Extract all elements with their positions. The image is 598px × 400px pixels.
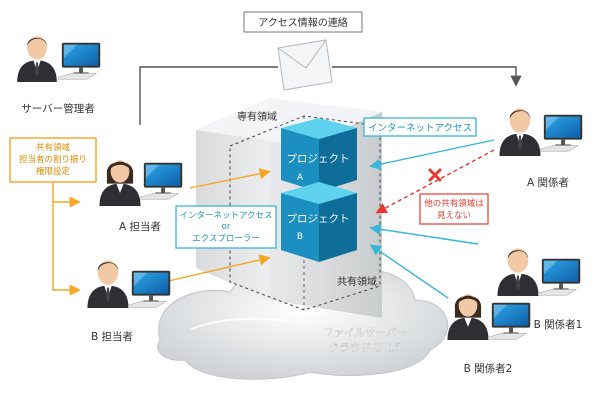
access-method-line3: エクスプローラー — [192, 234, 260, 244]
exclusive-area-label: 専有領域 — [237, 110, 277, 123]
a-kankei-figure: A 関係者 — [499, 108, 583, 189]
deny-x-icon — [428, 168, 442, 182]
cloud-label-line1: ファイルサーバー — [323, 327, 407, 339]
a-tantou-label: A 担当者 — [119, 220, 161, 233]
admin-note-line1: 共有領域 — [36, 142, 71, 153]
internet-access-box: インターネットアクセス — [363, 117, 477, 137]
admin-note-line3: 権限設定 — [36, 166, 71, 177]
denied-access: 他の共有領域は 見えない — [375, 149, 495, 225]
assignment-lines — [52, 168, 271, 296]
project-a-cube[interactable]: プロジェクト A — [281, 118, 357, 192]
b-tantou-label: B 担当者 — [91, 330, 133, 343]
access-method-box: インターネットアクセス or エクスプローラー — [175, 205, 277, 249]
b-kankei1-figure: B 関係者1 — [497, 248, 582, 331]
access-lines — [369, 139, 495, 299]
project-b-cube[interactable]: プロジェクト B — [281, 182, 357, 262]
admin-label: サーバー管理者 — [21, 102, 94, 115]
access-method-line2: or — [222, 222, 231, 232]
envelope-icon — [277, 39, 333, 91]
cloud-label-line2: クラウド 2015 — [329, 342, 401, 354]
admin-note-line2: 担当者の割り振り — [19, 154, 87, 165]
admin-figure: サーバー管理者 — [17, 36, 101, 115]
top-label-box: アクセス情報の連絡 — [243, 11, 363, 33]
b-kankei2-label: B 関係者2 — [464, 363, 513, 375]
project-b-tag: B — [297, 232, 303, 242]
a-tantou-figure: A 担当者 — [99, 160, 183, 233]
access-method-line1: インターネットアクセス — [179, 211, 272, 221]
internet-access-label: インターネットアクセス — [368, 123, 472, 134]
b-kankei2-figure: B 関係者2 — [447, 294, 531, 375]
b-kankei1-label: B 関係者1 — [534, 319, 583, 331]
project-b-title: プロジェクト — [287, 213, 350, 225]
notice-connector — [139, 66, 522, 125]
project-a-title: プロジェクト — [287, 153, 350, 165]
b-tantou-figure: B 担当者 — [87, 260, 171, 343]
project-a-tag: A — [297, 173, 304, 183]
denied-note-line1: 他の共有領域は — [424, 198, 484, 209]
denied-note-line2: 見えない — [437, 211, 471, 221]
admin-note-box: 共有領域 担当者の割り振り 権限設定 — [9, 137, 97, 183]
shared-area-label: 共有領域 — [337, 275, 377, 288]
top-label: アクセス情報の連絡 — [258, 16, 348, 29]
a-kankei-label: A 関係者 — [527, 177, 569, 189]
